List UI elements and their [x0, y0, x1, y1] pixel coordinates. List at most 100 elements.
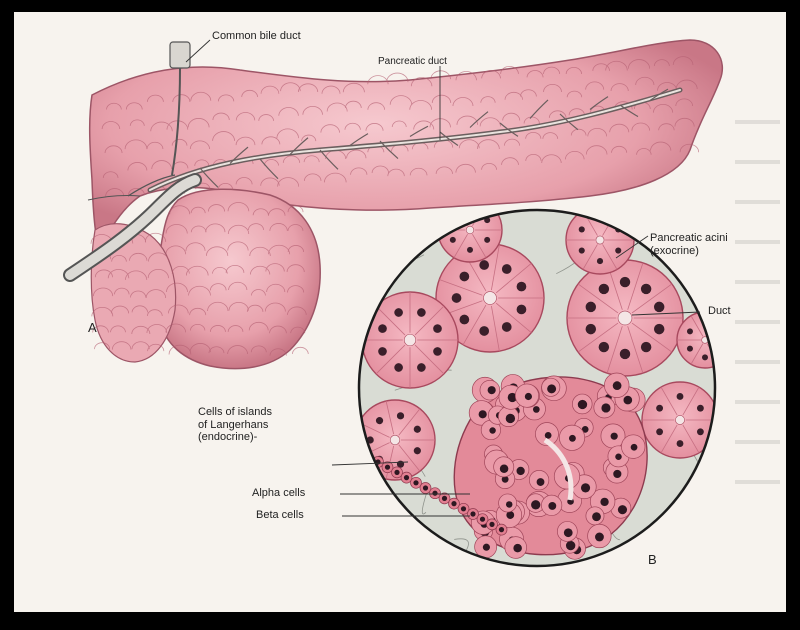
islet-nucleus	[566, 541, 575, 550]
cell-nucleus	[385, 465, 390, 470]
islet-nucleus	[600, 498, 608, 506]
cell-nucleus	[423, 485, 428, 490]
acinar-nucleus	[459, 272, 469, 282]
acinar-nucleus	[687, 328, 693, 334]
islet-nucleus	[624, 396, 633, 405]
acinar-nucleus	[376, 417, 383, 424]
cell-nucleus	[461, 506, 466, 511]
islet-nucleus	[592, 512, 601, 521]
acinar-nucleus	[433, 347, 442, 356]
acinar-nucleus	[414, 447, 421, 454]
label-pancreatic-duct: Pancreatic duct	[378, 56, 447, 68]
acinar-nucleus	[479, 326, 489, 336]
islet-nucleus	[506, 414, 515, 423]
panel-letter-b: B	[648, 552, 657, 567]
acinar-nucleus	[641, 342, 651, 352]
acinar-nucleus	[502, 322, 512, 332]
label-islets: Cells of islands of Langerhans (endocrin…	[198, 406, 272, 444]
islet-nucleus	[578, 400, 587, 409]
acinar-nucleus	[697, 405, 704, 412]
acinar-nucleus	[620, 349, 630, 359]
cell-nucleus	[442, 496, 447, 501]
cell-nucleus	[480, 517, 485, 522]
islet-nucleus	[548, 502, 556, 510]
label-acini-line1: Pancreatic acini	[650, 232, 728, 245]
acinar-nucleus	[620, 277, 630, 287]
acinar-nucleus	[579, 226, 585, 232]
cell-nucleus	[413, 480, 418, 485]
cell-nucleus	[489, 522, 494, 527]
bile-duct-stump	[170, 42, 190, 68]
islet-nucleus	[581, 483, 590, 492]
label-common-bile-duct: Common bile duct	[212, 30, 301, 43]
acinar-nucleus	[394, 308, 403, 317]
acinar-lumen	[404, 334, 416, 346]
label-acini-line2: (exocrine)	[650, 245, 728, 258]
acinar-nucleus	[599, 284, 609, 294]
islet-nucleus	[613, 381, 622, 390]
islet-nucleus	[595, 533, 604, 542]
acinar-nucleus	[450, 237, 456, 243]
pancreas-head	[157, 189, 320, 368]
acinar-lumen	[390, 435, 400, 445]
cell-nucleus	[432, 491, 437, 496]
panel-letter-a: A	[88, 320, 97, 335]
acinar-lumen	[618, 311, 632, 325]
acinar-nucleus	[654, 302, 664, 312]
acinar-nucleus	[641, 284, 651, 294]
acinar-nucleus	[502, 264, 512, 274]
label-duct: Duct	[708, 305, 731, 318]
islet-nucleus	[537, 478, 545, 486]
islet-nucleus	[483, 544, 490, 551]
islet-nucleus	[615, 454, 622, 461]
acinar-nucleus	[479, 260, 489, 270]
islet-nucleus	[533, 406, 540, 413]
acinar-nucleus	[417, 308, 426, 317]
acinar-nucleus	[394, 363, 403, 372]
cell-nucleus	[499, 527, 504, 532]
islet-nucleus	[545, 432, 552, 439]
label-islets-line1: Cells of islands	[198, 406, 272, 419]
cell-nucleus	[470, 511, 475, 516]
acinar-nucleus	[517, 282, 527, 292]
cell-nucleus	[394, 470, 399, 475]
acinar-nucleus	[378, 347, 387, 356]
islet-nucleus	[488, 386, 496, 394]
acinar-nucleus	[599, 342, 609, 352]
acinar-lumen	[484, 292, 497, 305]
cell-nucleus	[404, 475, 409, 480]
acinar-nucleus	[697, 428, 704, 435]
islet-nucleus	[611, 433, 618, 440]
acinar-nucleus	[397, 412, 404, 419]
islet-nucleus	[479, 410, 487, 418]
islet-nucleus	[613, 470, 621, 478]
acinar-lumen	[596, 236, 604, 244]
islet-nucleus	[564, 528, 573, 537]
islet-nucleus	[516, 467, 524, 475]
label-islets-line3: (endocrine)-	[198, 431, 272, 444]
acinar-nucleus	[579, 247, 585, 253]
acinar-nucleus	[452, 293, 462, 303]
label-pancreatic-acini: Pancreatic acini (exocrine)	[650, 232, 728, 257]
acinar-nucleus	[656, 405, 663, 412]
acinar-lumen	[466, 226, 474, 234]
acinar-nucleus	[586, 324, 596, 334]
acinar-nucleus	[417, 363, 426, 372]
label-beta-cells: Beta cells	[256, 509, 304, 522]
acinar-nucleus	[687, 346, 693, 352]
islet-nucleus	[525, 393, 532, 400]
label-islets-line2: of Langerhans	[198, 419, 272, 432]
acinar-nucleus	[459, 315, 469, 325]
islet-nucleus	[489, 427, 495, 433]
acinar-nucleus	[615, 247, 621, 253]
islet-nucleus	[547, 384, 556, 393]
islet-nucleus	[601, 403, 610, 412]
islet-nucleus	[513, 544, 522, 553]
acinar-nucleus	[597, 258, 603, 264]
cell-nucleus	[451, 501, 456, 506]
acinar-nucleus	[433, 324, 442, 333]
islet-nucleus	[506, 501, 513, 508]
acinar-lumen	[675, 415, 684, 424]
